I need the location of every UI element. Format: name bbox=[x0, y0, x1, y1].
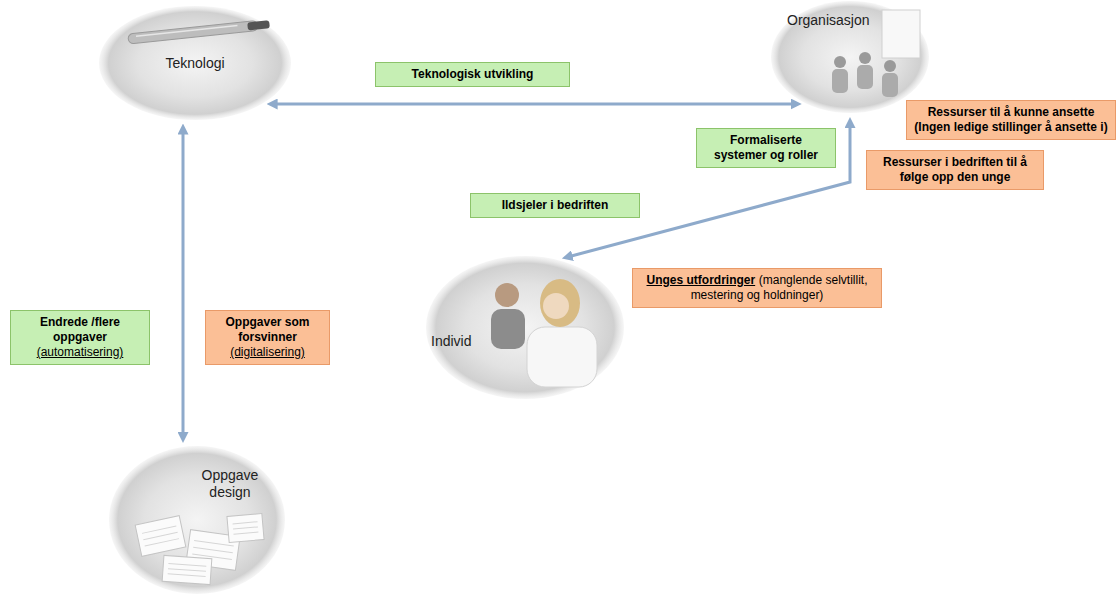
person-body bbox=[491, 309, 525, 349]
box-text: Ressurser til å kunne ansette bbox=[913, 105, 1109, 120]
factor-box: Ildsjeler i bedriften bbox=[470, 193, 640, 218]
person-head bbox=[834, 56, 846, 68]
pen-tip bbox=[247, 20, 270, 30]
circle-picture bbox=[425, 255, 625, 400]
paper-line bbox=[168, 563, 206, 566]
paper-line bbox=[143, 532, 177, 539]
box-text: (Ingen ledige stillinger å ansette i) bbox=[913, 120, 1109, 135]
paper bbox=[227, 514, 264, 543]
box-text: Formaliserte systemer og roller bbox=[714, 133, 818, 162]
person-face bbox=[543, 293, 569, 319]
barrier-box: Ressurser i bedriften til å følge opp de… bbox=[866, 150, 1044, 190]
box-text: Oppgaver som forsvinner bbox=[212, 315, 323, 345]
pen-shine bbox=[136, 26, 237, 37]
box-text: Unges utfordringer bbox=[647, 273, 756, 287]
task-design-circle: Oppgave design bbox=[108, 445, 286, 595]
person-hair bbox=[540, 279, 580, 327]
paper-line bbox=[168, 569, 206, 572]
circle-picture bbox=[108, 445, 286, 595]
box-text: Teknologisk utvikling bbox=[412, 67, 534, 81]
office-window bbox=[882, 10, 920, 58]
paper-line bbox=[142, 526, 176, 533]
paper-line bbox=[233, 527, 258, 529]
box-text: Ressurser i bedriften til å følge opp de… bbox=[883, 155, 1027, 184]
double-arrow bbox=[182, 129, 185, 438]
individual-circle: Individ bbox=[425, 255, 625, 400]
technology-circle: Teknologi bbox=[98, 5, 292, 121]
organisation-circle: Organisasjon bbox=[770, 0, 930, 114]
circle-outline bbox=[771, 1, 929, 113]
paper bbox=[135, 516, 186, 557]
paper-sheet bbox=[162, 555, 212, 584]
circle-label: Oppgave design bbox=[190, 467, 270, 501]
circle-label: Teknologi bbox=[98, 55, 292, 72]
paper-line bbox=[233, 522, 258, 524]
circle-outline bbox=[109, 446, 285, 594]
paper-line bbox=[168, 574, 206, 577]
paper-line bbox=[193, 547, 233, 553]
factor-box: Teknologisk utvikling bbox=[375, 62, 570, 87]
barrier-box: Unges utfordringer(manglende selvtillit,… bbox=[632, 268, 882, 308]
paper-sheet bbox=[135, 516, 186, 557]
barrier-box: Ressurser til å kunne ansette(Ingen ledi… bbox=[906, 100, 1116, 140]
paper-line bbox=[145, 539, 179, 546]
circle-label: Organisasjon bbox=[787, 12, 887, 29]
pen-picture bbox=[128, 19, 270, 44]
paper bbox=[162, 555, 212, 584]
person-head bbox=[495, 283, 519, 307]
box-text: Endrede /flere oppgaver bbox=[17, 315, 143, 345]
paper-sheet bbox=[227, 514, 264, 543]
person-body bbox=[527, 327, 597, 387]
circle-outline bbox=[426, 256, 624, 399]
circle-outline bbox=[99, 6, 291, 120]
person-head bbox=[884, 60, 896, 72]
person-head bbox=[859, 52, 871, 64]
factor-box: Formaliserte systemer og roller bbox=[696, 128, 836, 168]
double-arrow bbox=[567, 122, 850, 257]
circle-label: Individ bbox=[431, 333, 491, 350]
factor-box: Endrede /flere oppgaver(automatisering) bbox=[10, 310, 150, 365]
person-body bbox=[832, 69, 848, 93]
box-text: (automatisering) bbox=[17, 345, 143, 360]
person-body bbox=[882, 73, 898, 97]
pen-body bbox=[128, 20, 258, 44]
paper-line bbox=[234, 532, 259, 534]
paper-line bbox=[194, 540, 234, 546]
box-text: Ildsjeler i bedriften bbox=[502, 198, 609, 212]
barrier-box: Oppgaver som forsvinner(digitalisering) bbox=[205, 310, 330, 365]
double-arrow bbox=[272, 103, 797, 106]
box-text: (digitalisering) bbox=[212, 345, 323, 360]
person-body bbox=[857, 65, 873, 89]
